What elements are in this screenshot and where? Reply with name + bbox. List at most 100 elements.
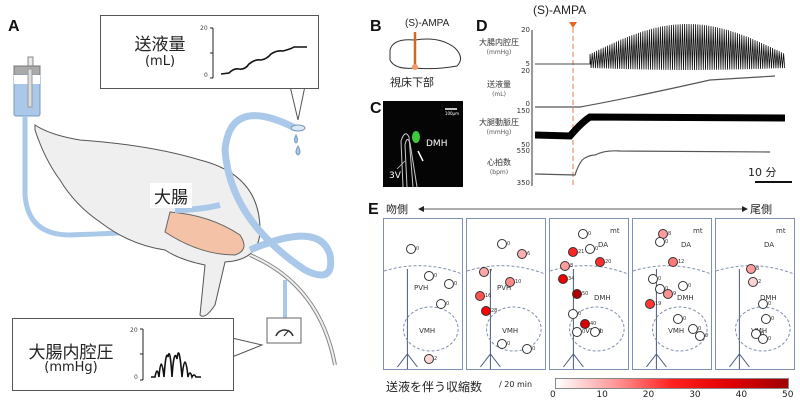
site-value: 0 [705,333,709,339]
heart-rate-trace [534,150,771,176]
colorbar-tick: 10 [596,390,608,400]
pressure-callout: 大腸内腔圧 (mmHg) 20 0 [12,318,234,391]
site-dot [688,324,698,334]
site-value: 50 [582,291,589,297]
site-value: 0 [507,241,511,247]
pressure-tick-min: 0 [134,374,138,381]
tick: 350 [516,179,530,187]
site-value: 7 [489,269,493,275]
colon-pressure-trace [535,23,786,71]
site-dot [406,244,416,254]
site-dot [578,229,588,239]
legend-unit: / 20 min [499,380,533,389]
site-value: 6 [527,251,531,257]
section-outline [549,265,629,369]
brain-outline-icon [389,32,461,70]
site-dot [748,277,758,287]
site-value: 8 [756,266,760,272]
site-dot [758,299,768,309]
section-5: DADMHVMHmt820000 [715,218,795,370]
panel-label-a: A [8,18,20,35]
section-outline [466,265,546,369]
region-label: DA [681,241,692,249]
tick: 550 [516,147,530,155]
site-dot [505,277,515,287]
trace-label-hr: 心拍数(bpm) [487,158,511,176]
trace-label-flow: 送液量(mL) [487,80,511,98]
panel-label-d: D [476,18,488,35]
site-value: 0 [446,301,450,307]
site-value: 0 [578,311,582,317]
flow-trace [210,27,307,79]
site-value: 8 [570,263,574,269]
site-value: 0 [595,246,599,252]
panel-label-e: E [368,201,379,218]
site-value: 12 [678,259,685,265]
site-dot [479,267,489,277]
region-label: DA [598,241,609,249]
site-value: 34 [568,276,575,282]
reservoir-icon [13,56,41,117]
site-value: 0 [665,239,669,245]
site-dot [572,327,582,337]
site-dot [481,306,491,316]
region-label: DMH [760,294,777,302]
flow-callout: 送液量 (mL) 20 0 [100,15,319,89]
flow-tick-max: 20 [200,25,208,32]
site-dot [436,299,446,309]
site-dot [424,271,434,281]
site-value: 0 [683,316,687,322]
d-drug-label: (S)-AMPA [533,3,587,17]
tick: 20 [521,67,530,75]
tick: 50 [521,141,530,149]
site-value: 9 [673,291,677,297]
region-label: VMH [502,327,519,335]
tick: 0 [525,100,530,108]
region-label: VMH [668,327,685,335]
section-3: DADMHVMHmt0210820345004000 [549,218,629,370]
site-value: 8 [668,231,672,237]
colon-label: 大腸 [150,183,192,208]
site-value: 0 [768,301,772,307]
tick: 20 [521,26,530,34]
site-dot [585,244,595,254]
flow-title: 送液量 [134,35,186,55]
site-value: 0 [454,281,458,287]
site-value: 0 [698,326,702,332]
site-dot [497,339,507,349]
blood-pressure-trace [534,113,786,140]
region-label: VMH [419,327,436,335]
site-value: 0 [658,276,662,282]
colorbar-tick: 50 [782,390,794,400]
region-label: mt [776,227,786,235]
flow-unit: (mL) [144,54,176,69]
panel-label-b: B [370,18,382,35]
site-value: 0 [532,346,536,352]
pressure-title: 大腸内腔圧 [28,343,114,363]
trace-label-bp: 大腿動脈圧(mmHg) [479,118,519,136]
site-dot [497,239,507,249]
site-dot [668,257,678,267]
region-label: DMH [594,294,611,302]
site-dot [444,279,454,289]
trace-label-pressure: 大腸内腔圧(mmHg) [479,38,519,56]
colorbar-tick: 30 [689,390,701,400]
site-dot [590,327,600,337]
site-dot [558,274,568,284]
site-dot [663,289,673,299]
site-dot [517,249,527,259]
site-dot [645,299,655,309]
colorbar [555,378,789,389]
micrograph: 100μm DMH 3V [383,101,463,187]
tick: 150 [516,107,530,115]
b-drug-label: (S)-AMPA [405,18,450,29]
site-dot [761,314,771,324]
flow-tick-min: 0 [204,72,208,79]
site-dot [695,331,705,341]
dmh-label: DMH [426,139,448,149]
section-outline [383,265,463,369]
site-value: 0 [434,273,438,279]
